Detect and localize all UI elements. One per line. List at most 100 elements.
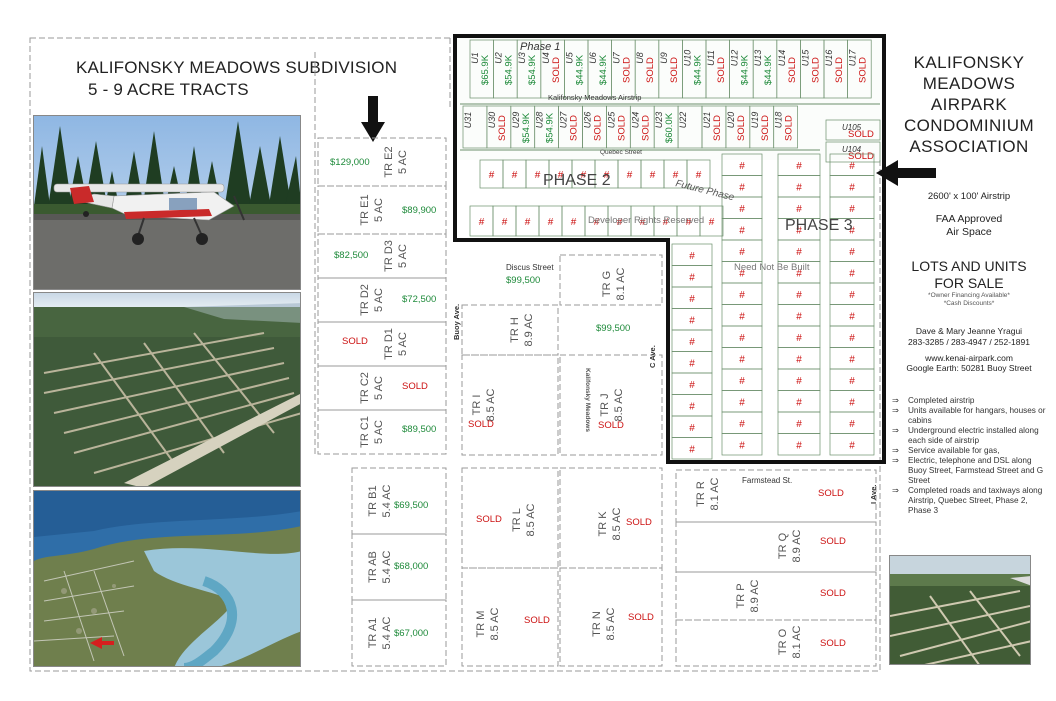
lot-marker[interactable]: # (739, 204, 745, 215)
lot-marker[interactable]: # (673, 170, 679, 181)
lot-marker[interactable]: # (796, 311, 802, 322)
lot-marker[interactable]: # (739, 247, 745, 258)
lot-marker[interactable]: # (525, 217, 531, 228)
lot-marker[interactable]: # (796, 225, 802, 236)
lot-marker[interactable]: # (849, 204, 855, 215)
lot-marker[interactable]: # (571, 217, 577, 228)
lot-marker[interactable]: # (796, 419, 802, 430)
lot-marker[interactable]: # (796, 247, 802, 258)
lot-marker[interactable]: # (739, 397, 745, 408)
lot-marker[interactable]: # (512, 170, 518, 181)
lot-marker[interactable]: # (849, 354, 855, 365)
lot-marker[interactable]: # (739, 354, 745, 365)
lot-marker[interactable]: # (739, 161, 745, 172)
lot-marker[interactable]: # (739, 268, 745, 279)
lot-marker[interactable]: # (849, 161, 855, 172)
lot-marker[interactable]: # (796, 354, 802, 365)
lot-marker[interactable]: # (640, 217, 646, 228)
lot-marker[interactable]: # (739, 419, 745, 430)
lot-marker[interactable]: # (739, 182, 745, 193)
lot-marker[interactable]: # (663, 217, 669, 228)
lot-marker[interactable]: # (617, 217, 623, 228)
lot-marker[interactable]: # (739, 440, 745, 451)
lot-marker[interactable]: # (739, 290, 745, 301)
lot-marker[interactable]: # (650, 170, 656, 181)
lot-marker[interactable]: # (796, 376, 802, 387)
lot-marker[interactable]: # (604, 170, 610, 181)
lot-marker[interactable]: # (689, 358, 695, 369)
lot-marker[interactable]: # (849, 333, 855, 344)
lot-marker[interactable]: # (849, 311, 855, 322)
lot-marker[interactable]: # (849, 419, 855, 430)
lot-marker[interactable]: # (739, 311, 745, 322)
lot-marker[interactable]: # (796, 182, 802, 193)
lot-marker[interactable]: # (849, 290, 855, 301)
lot-marker[interactable]: # (849, 247, 855, 258)
lot-marker[interactable]: # (689, 401, 695, 412)
lot-marker[interactable]: # (739, 333, 745, 344)
lot-marker[interactable]: # (689, 337, 695, 348)
lot-marker[interactable]: # (689, 444, 695, 455)
lot-marker[interactable]: # (689, 315, 695, 326)
lot-marker[interactable]: # (696, 170, 702, 181)
lot-marker[interactable]: # (689, 294, 695, 305)
lot-marker[interactable]: # (796, 440, 802, 451)
lot-marker[interactable]: # (796, 161, 802, 172)
lot-marker[interactable]: # (849, 440, 855, 451)
lot-marker[interactable]: # (502, 217, 508, 228)
lot-marker[interactable]: # (689, 272, 695, 283)
lot-marker[interactable]: # (581, 170, 587, 181)
lot-marker[interactable]: # (627, 170, 633, 181)
lot-marker[interactable]: # (849, 397, 855, 408)
lot-marker[interactable]: # (796, 397, 802, 408)
website-link[interactable]: www.kenai-airpark.com (925, 353, 1013, 363)
lot-marker[interactable]: # (689, 380, 695, 391)
lot-marker[interactable]: # (849, 376, 855, 387)
lot-marker[interactable]: # (796, 290, 802, 301)
lot-marker[interactable]: # (535, 170, 541, 181)
lot-marker[interactable]: # (739, 225, 745, 236)
lot-marker[interactable]: # (796, 333, 802, 344)
lot-marker[interactable]: # (489, 170, 495, 181)
lot-marker[interactable]: # (558, 170, 564, 181)
lot-marker[interactable]: # (689, 423, 695, 434)
lot-marker[interactable]: # (686, 217, 692, 228)
lot-marker[interactable]: # (739, 376, 745, 387)
lot-marker[interactable]: # (709, 217, 715, 228)
lot-marker[interactable]: # (689, 251, 695, 262)
lot-marker[interactable]: # (849, 268, 855, 279)
lot-marker[interactable]: # (796, 204, 802, 215)
lot-marker[interactable]: # (594, 217, 600, 228)
lot-marker[interactable]: # (548, 217, 554, 228)
lot-marker[interactable]: # (849, 225, 855, 236)
lot-marker[interactable]: # (479, 217, 485, 228)
lot-marker[interactable]: # (849, 182, 855, 193)
lot-marker[interactable]: # (796, 268, 802, 279)
